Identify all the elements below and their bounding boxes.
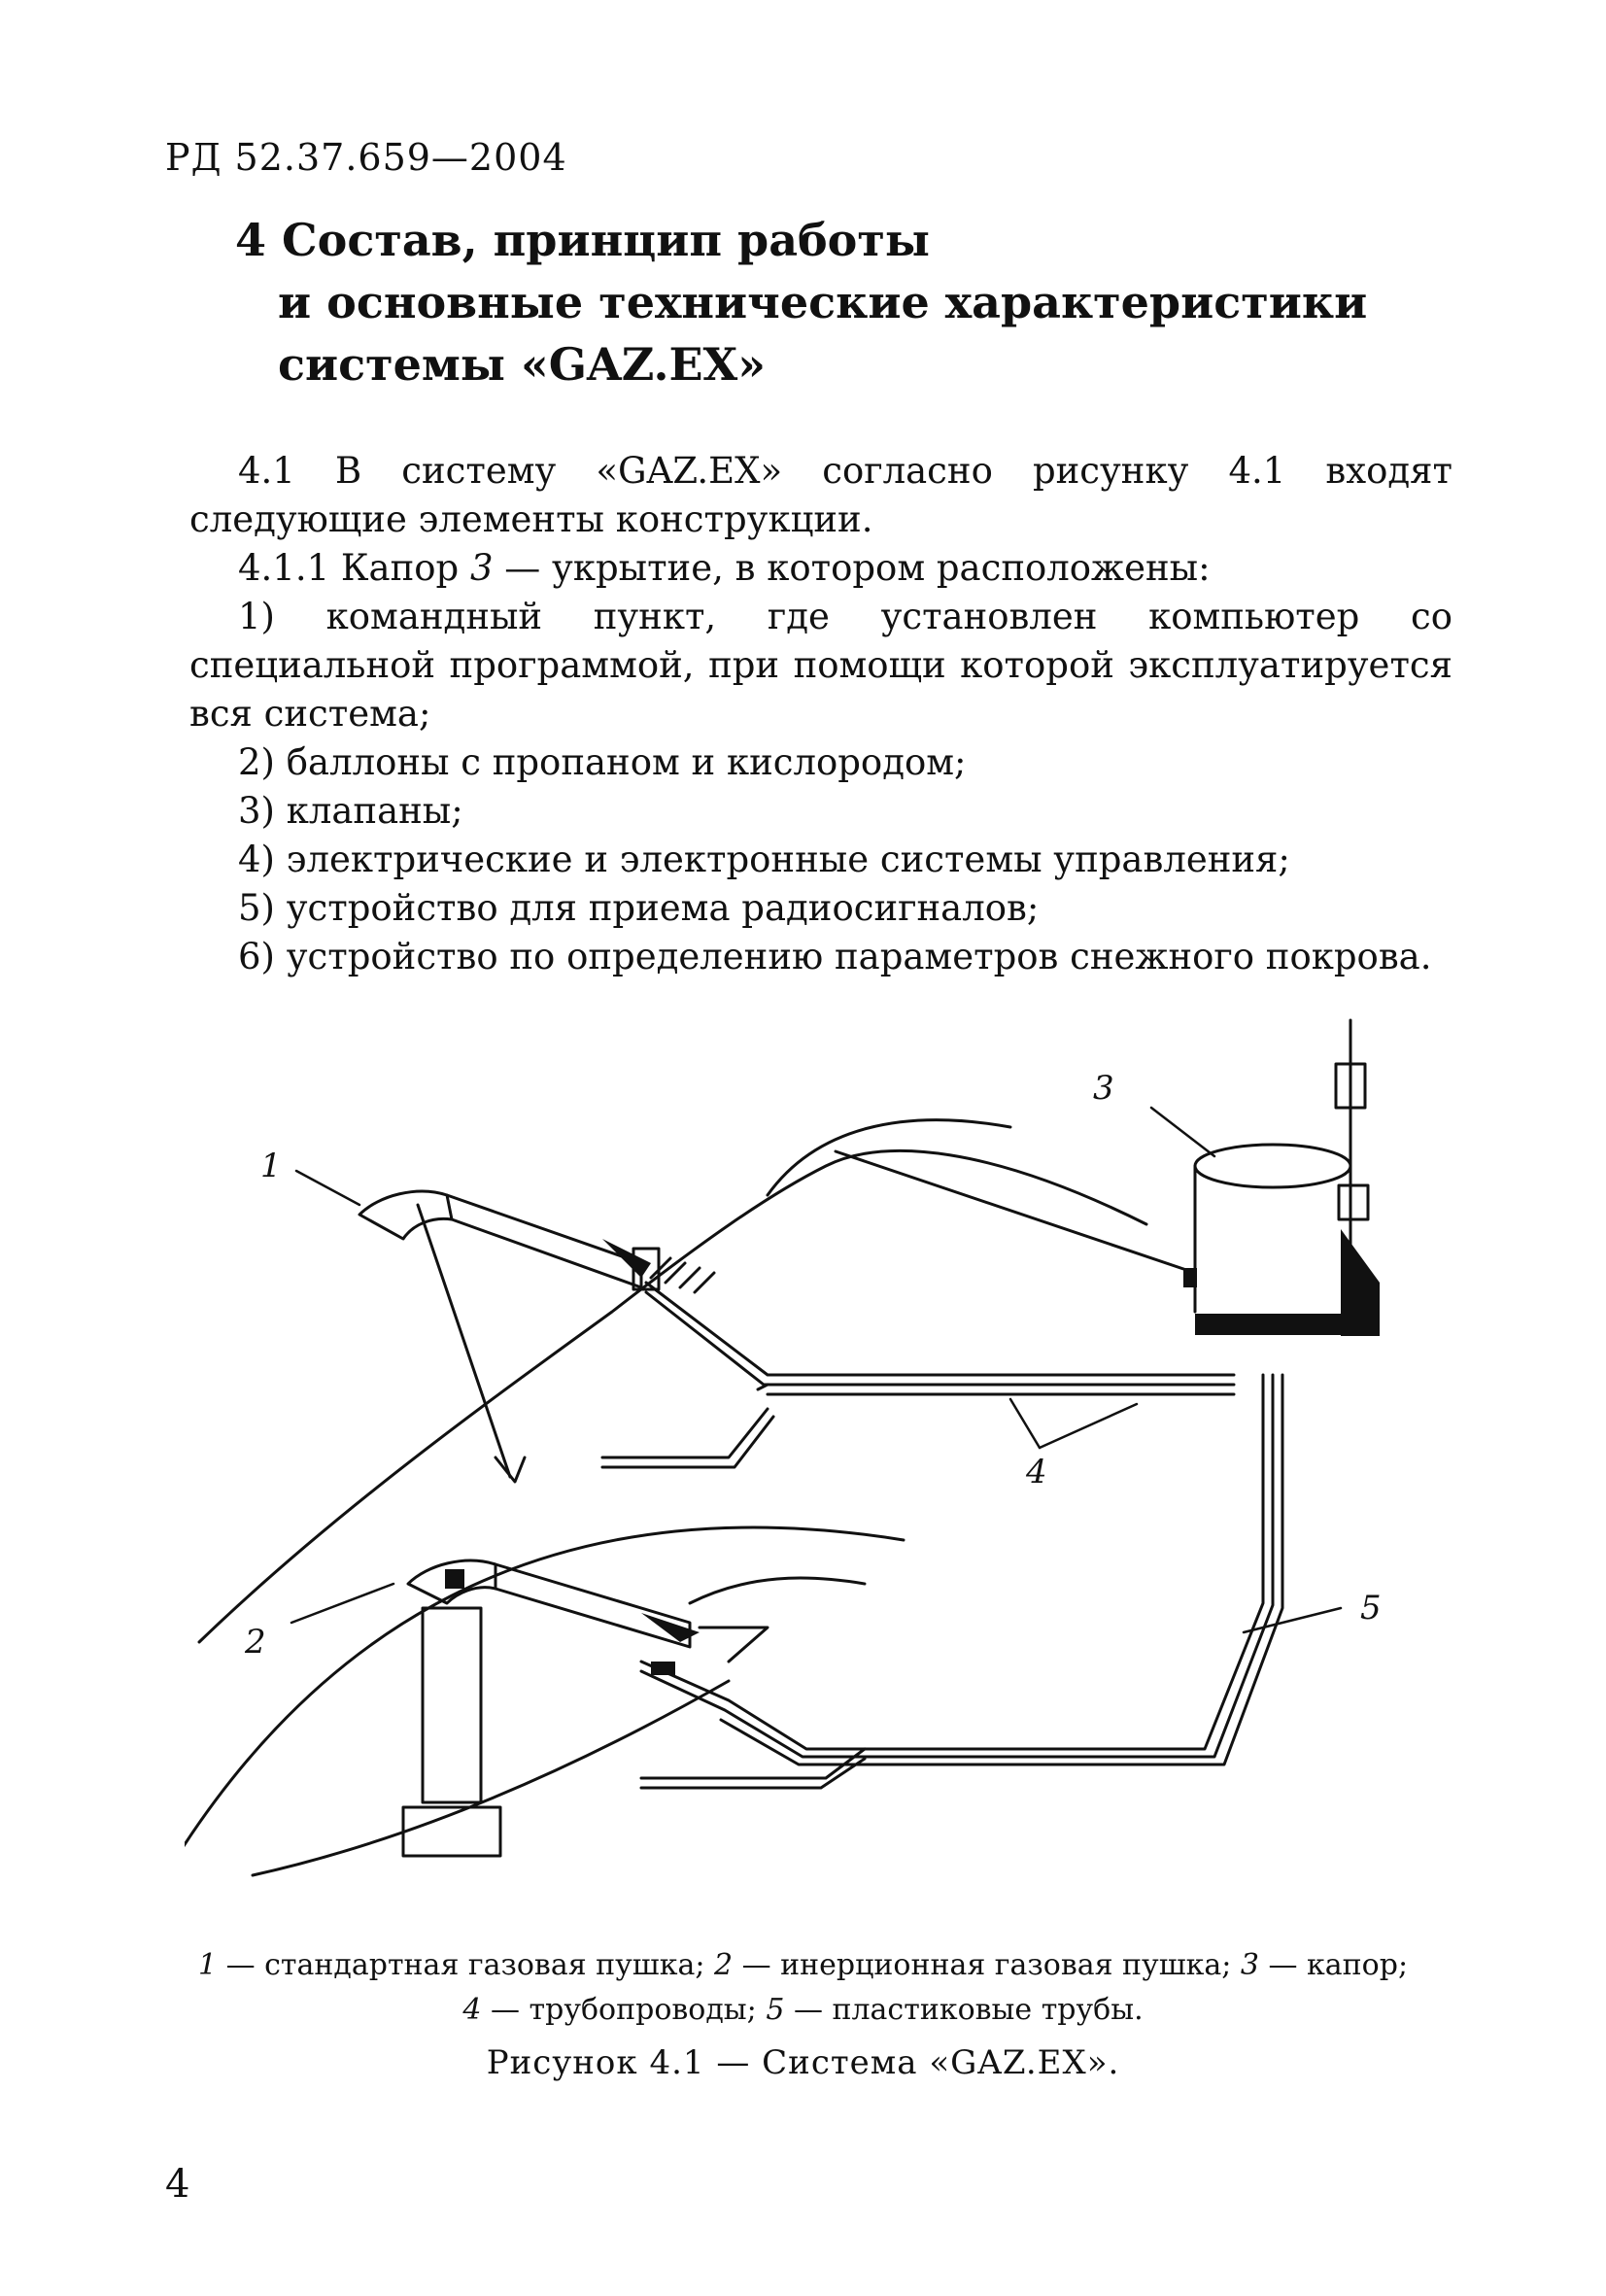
leader-3 — [1149, 1106, 1216, 1158]
heading-line-2: и основные технические характеристики — [278, 276, 1368, 328]
paragraph-4-1-1-suffix: — укрытие, в котором расположены: — [493, 547, 1211, 589]
antenna-box-low — [1337, 1183, 1370, 1221]
paragraph-4-1-1-ref: 3 — [469, 547, 494, 589]
lower-pipe-b — [639, 1757, 867, 1790]
paragraph-4-1-1-prefix: 4.1.1 Капор — [238, 547, 470, 589]
leader-1 — [294, 1169, 361, 1207]
legend-text-2: — инерционная газовая пушка; — [733, 1948, 1241, 1982]
leader-5 — [1242, 1606, 1343, 1634]
gun1-mouth — [358, 1189, 454, 1241]
lower-pipe-a — [639, 1747, 867, 1780]
section-heading: 4 Состав, принцип работы и основные техн… — [235, 209, 1367, 395]
figure-label-5: 5 — [1360, 1589, 1382, 1628]
document-code: РД 52.37.659—2004 — [165, 136, 567, 179]
upper-pipe-b — [644, 1290, 1236, 1387]
body-text: 4.1 В систему «GAZ.EX» согласно рисунку … — [189, 447, 1452, 981]
gun2-flap — [698, 1626, 769, 1663]
upper-pipe-c — [600, 1383, 769, 1459]
plastic-tube-b — [639, 1373, 1275, 1759]
legend-line-1: 1 — стандартная газовая пушка; 2 — инерц… — [0, 1943, 1606, 1988]
kapor-connector — [1183, 1268, 1197, 1287]
legend-text-3: — капор; — [1258, 1948, 1409, 1982]
list-item: 6) устройство по определению параметров … — [238, 936, 1432, 977]
list-item: 3) клапаны; — [238, 790, 463, 832]
kapor-top — [1193, 1143, 1352, 1189]
leader-2 — [290, 1582, 395, 1625]
legend-num-5: 5 — [766, 1993, 785, 2027]
bottom-slope-line — [251, 1679, 731, 1877]
legend-num-3: 3 — [1240, 1948, 1259, 1982]
kapor-cable — [834, 1149, 1197, 1275]
figure-gazex-system: 1 2 3 4 5 — [163, 1001, 1448, 1914]
leader-4a — [1008, 1397, 1042, 1450]
legend-num-4: 4 — [462, 1993, 482, 2027]
list-item: 4) электрические и электронные системы у… — [238, 839, 1290, 880]
figure-label-1: 1 — [260, 1147, 282, 1185]
gun2-mount-dark — [641, 1613, 700, 1642]
figure-label-2: 2 — [245, 1623, 266, 1662]
gun1-foot — [494, 1456, 527, 1484]
list-item: 5) устройство для приема радиосигналов; — [238, 887, 1040, 929]
paragraph-4-1: 4.1 В систему «GAZ.EX» согласно рисунку … — [189, 450, 1452, 540]
system-diagram — [163, 1018, 1380, 1877]
figure-legend: 1 — стандартная газовая пушка; 2 — инерц… — [0, 1943, 1606, 2033]
gun2-base — [401, 1805, 502, 1858]
middle-slope-line — [163, 1525, 906, 1877]
legend-line-2: 4 — трубопроводы; 5 — пластиковые трубы. — [0, 1988, 1606, 2033]
legend-num-1: 1 — [197, 1948, 218, 1982]
list-item: 2) баллоны с пропаном и кислородом; — [238, 741, 967, 783]
gun2-valve — [651, 1662, 675, 1675]
gun1-support — [416, 1203, 512, 1479]
upper-slope-line — [197, 1148, 1148, 1644]
gun1-hatch — [649, 1256, 716, 1294]
list-item: 1) командный пункт, где установлен компь… — [189, 596, 1452, 735]
upper-pipe-d — [600, 1415, 775, 1469]
leader-4b — [1038, 1402, 1139, 1450]
upper-pipe-a — [644, 1281, 1236, 1377]
heading-line-1: 4 Состав, принцип работы — [235, 214, 930, 266]
gun1-mount-dark — [602, 1239, 651, 1278]
legend-text-5: — пластиковые трубы. — [784, 1993, 1144, 2027]
antenna-box-top — [1334, 1062, 1367, 1110]
kapor-platform — [1195, 1314, 1341, 1335]
legend-text-4: — трубопроводы; — [481, 1993, 767, 2027]
legend-num-2: 2 — [713, 1948, 734, 1982]
gun1-barrel — [445, 1193, 643, 1289]
figure-label-4: 4 — [1026, 1453, 1047, 1491]
paragraph-4-1-1: 4.1.1 Капор 3 — укрытие, в котором распо… — [189, 544, 1452, 593]
upper-ridge-line — [766, 1118, 1012, 1197]
gun2-cylinder — [421, 1606, 483, 1804]
plastic-tube-a — [639, 1373, 1265, 1751]
legend-text-1: — стандартная газовая пушка; — [217, 1948, 714, 1982]
gun2-top-valve — [445, 1569, 464, 1589]
plastic-tube-c — [719, 1373, 1284, 1766]
heading-line-3: системы «GAZ.EX» — [278, 338, 767, 391]
figure-caption: Рисунок 4.1 — Система «GAZ.EX». — [486, 2043, 1120, 2082]
gun2-barrel — [494, 1562, 692, 1649]
kapor-side-dark — [1341, 1229, 1380, 1336]
lower-ridge-line — [688, 1576, 867, 1605]
page-number: 4 — [165, 2162, 190, 2207]
figure-label-3: 3 — [1093, 1069, 1114, 1108]
